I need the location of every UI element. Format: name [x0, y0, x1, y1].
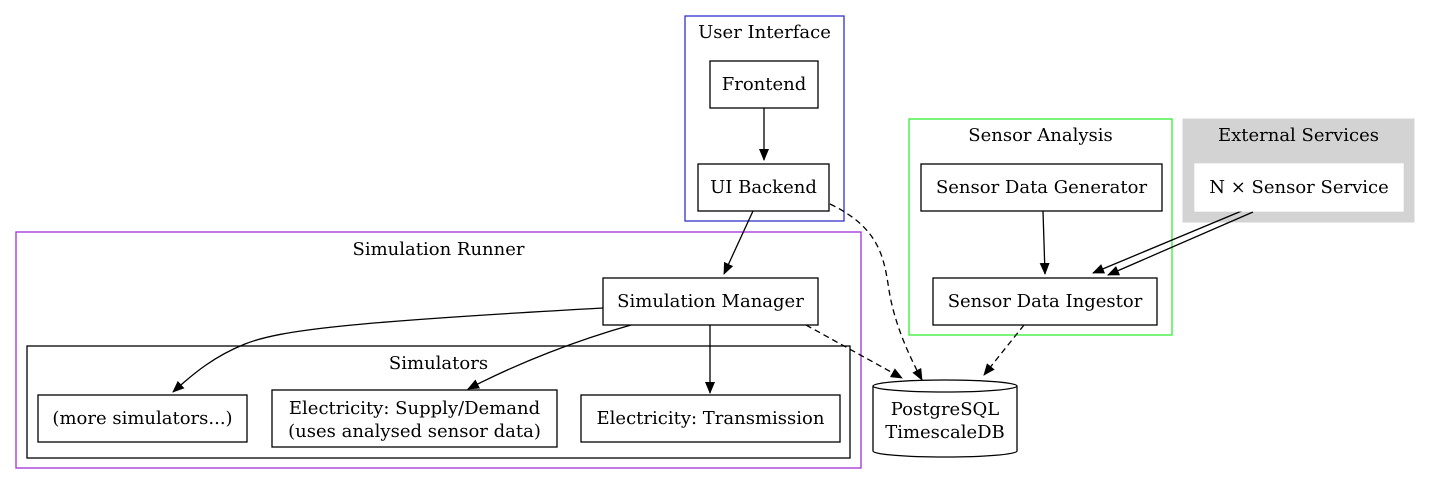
edge-simulation-manager-to-database	[805, 324, 903, 379]
cluster-sensor-analysis-label: Sensor Analysis	[968, 125, 1112, 146]
node-simulation-manager-label: Simulation Manager	[617, 291, 804, 312]
node-ui-backend-label: UI Backend	[710, 177, 817, 198]
cluster-simulators: Simulators	[26, 345, 851, 459]
edges	[172, 108, 1254, 394]
edge-sensor-service-to-ingestor-1	[1092, 209, 1245, 274]
edge-ingestor-to-database	[983, 324, 1025, 376]
node-electricity-supply-demand-line1: Electricity: Supply/Demand	[289, 398, 540, 419]
edge-simulation-manager-to-more-simulators	[172, 307, 604, 393]
cluster-user-interface: User Interface	[684, 15, 845, 222]
node-electricity-transmission: Electricity: Transmission	[580, 394, 841, 443]
edge-sensor-service-to-ingestor-2	[1107, 211, 1254, 276]
node-frontend-label: Frontend	[722, 74, 807, 95]
node-electricity-supply-demand-line2: (uses analysed sensor data)	[288, 421, 541, 442]
edge-ui-backend-to-simulation-manager	[723, 210, 754, 275]
node-sensor-data-generator: Sensor Data Generator	[920, 163, 1163, 212]
node-database: PostgreSQL TimescaleDB	[872, 379, 1018, 458]
cluster-sensor-analysis-border	[908, 118, 1173, 336]
edge-simulation-manager-to-supply-demand	[467, 324, 632, 390]
edge-sensor-generator-to-ingestor	[1039, 210, 1050, 275]
node-electricity-supply-demand: Electricity: Supply/Demand (uses analyse…	[271, 389, 558, 448]
cluster-simulators-label: Simulators	[389, 353, 488, 374]
node-sensor-data-ingestor: Sensor Data Ingestor	[932, 277, 1158, 326]
cluster-sensor-analysis: Sensor Analysis	[908, 118, 1173, 336]
node-database-line2: TimescaleDB	[885, 422, 1005, 443]
node-sensor-data-generator-label: Sensor Data Generator	[936, 177, 1148, 198]
node-ui-backend: UI Backend	[697, 163, 830, 212]
cluster-simulation-runner-border	[15, 231, 862, 469]
node-sensor-data-ingestor-label: Sensor Data Ingestor	[948, 291, 1143, 312]
node-more-simulators-label: (more simulators...)	[52, 408, 232, 429]
cluster-external-services-label: External Services	[1218, 125, 1379, 146]
node-database-line1: PostgreSQL	[891, 399, 1000, 420]
node-frontend: Frontend	[709, 60, 819, 109]
cluster-simulation-runner: Simulation Runner	[15, 231, 862, 469]
node-sensor-service: N × Sensor Service	[1194, 163, 1404, 212]
cluster-simulation-runner-label: Simulation Runner	[353, 239, 525, 260]
edge-ui-backend-to-database	[829, 203, 923, 381]
node-electricity-transmission-label: Electricity: Transmission	[597, 408, 825, 429]
database-cylinder-top	[872, 379, 1018, 393]
cluster-user-interface-label: User Interface	[698, 22, 831, 43]
node-simulation-manager: Simulation Manager	[602, 277, 819, 326]
cluster-user-interface-border	[684, 15, 845, 222]
node-sensor-service-label: N × Sensor Service	[1209, 177, 1389, 198]
node-more-simulators: (more simulators...)	[37, 394, 248, 443]
database-cylinder-body	[872, 386, 1018, 458]
cluster-simulators-border	[26, 345, 851, 459]
